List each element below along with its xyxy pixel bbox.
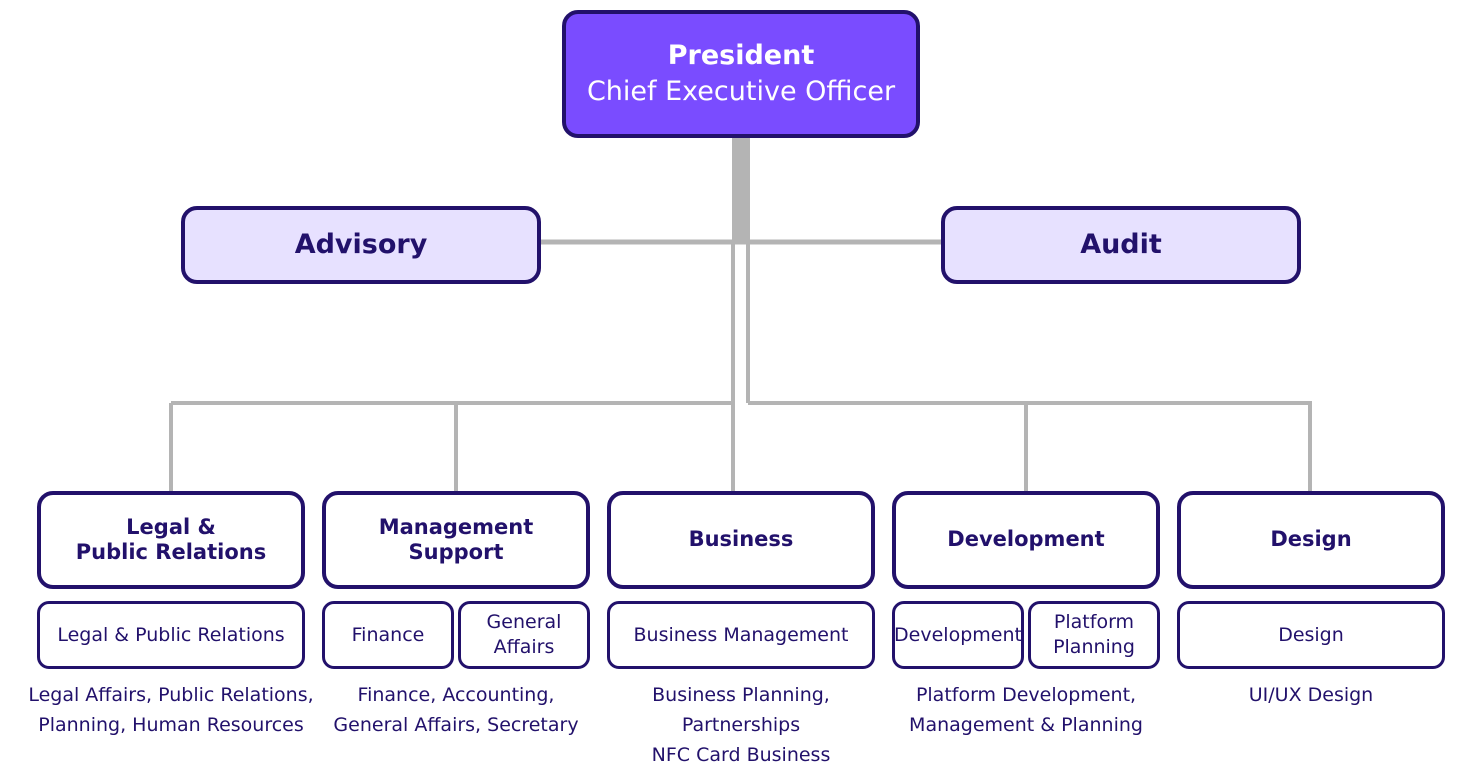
dept-management-support-box: Management Support: [322, 491, 590, 589]
dept-development-description: Platform Development, Management & Plann…: [876, 680, 1176, 740]
description-line: UI/UX Design: [1248, 684, 1374, 706]
description-line: Platform Development,: [915, 684, 1137, 706]
dept-name-line: Business: [688, 527, 794, 552]
unit-label: Finance: [351, 623, 425, 646]
unit-general-affairs: General Affairs: [458, 601, 590, 669]
unit-development: Development: [892, 601, 1024, 669]
description-line: General Affairs, Secretary: [333, 714, 579, 736]
unit-label: Platform: [1053, 611, 1135, 634]
dept-name-line: Development: [947, 527, 1105, 552]
unit-label: Affairs: [493, 636, 555, 658]
advisory-box: Advisory: [181, 206, 541, 284]
description-line: Business Planning, Partnerships: [652, 684, 830, 736]
dept-name-line: Legal &: [126, 514, 216, 539]
unit-platform-planning: Platform Planning: [1028, 601, 1160, 669]
dept-legal-description: Legal Affairs, Public Relations, Plannin…: [21, 680, 321, 740]
description-line: NFC Card Business: [651, 744, 831, 766]
description-line: Management & Planning: [909, 714, 1143, 736]
description-line: Legal Affairs, Public Relations,: [28, 684, 314, 706]
unit-legal-pr: Legal & Public Relations: [37, 601, 305, 669]
president-title: President: [667, 39, 815, 71]
dept-business-description: Business Planning, Partnerships NFC Card…: [591, 680, 891, 770]
unit-label: Development: [894, 623, 1022, 646]
president-subtitle: Chief Executive Officer: [586, 76, 896, 107]
president-box: President Chief Executive Officer: [562, 10, 920, 138]
dept-development-box: Development: [892, 491, 1160, 589]
description-line: Planning, Human Resources: [38, 714, 304, 736]
dept-legal-box: Legal & Public Relations: [37, 491, 305, 589]
unit-label: General: [486, 611, 562, 634]
unit-label: Planning: [1053, 636, 1135, 658]
dept-name-line: Support: [408, 540, 504, 564]
dept-name-line: Public Relations: [75, 540, 267, 564]
advisory-label: Advisory: [294, 228, 428, 260]
unit-label: Legal & Public Relations: [57, 623, 285, 646]
unit-business-management: Business Management: [607, 601, 875, 669]
audit-label: Audit: [1080, 228, 1162, 260]
unit-label: Design: [1278, 623, 1344, 646]
unit-label: Business Management: [633, 623, 849, 646]
dept-management-description: Finance, Accounting, General Affairs, Se…: [306, 680, 606, 740]
dept-design-box: Design: [1177, 491, 1445, 589]
unit-finance: Finance: [322, 601, 454, 669]
unit-design: Design: [1177, 601, 1445, 669]
dept-business-box: Business: [607, 491, 875, 589]
dept-design-description: UI/UX Design: [1161, 680, 1461, 710]
dept-name-line: Management: [378, 514, 534, 539]
audit-box: Audit: [941, 206, 1301, 284]
description-line: Finance, Accounting,: [357, 684, 555, 706]
dept-name-line: Design: [1270, 527, 1352, 552]
